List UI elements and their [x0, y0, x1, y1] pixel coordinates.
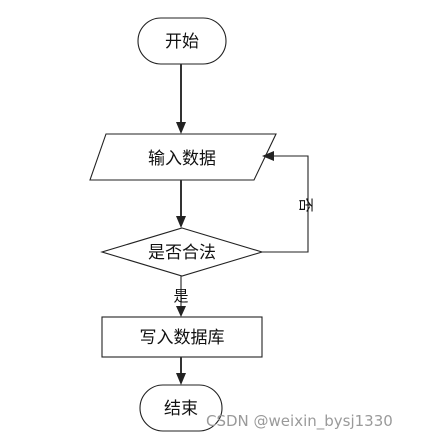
- arrowhead-no-loop: [262, 151, 274, 161]
- start-node: 开始: [137, 17, 227, 65]
- connector-decision-no-loop: [262, 155, 309, 253]
- decision-node-label: 是否合法: [148, 243, 216, 263]
- end-node-shape: [139, 384, 223, 432]
- arrowhead-start-to-input: [176, 122, 186, 134]
- end-node: 结束: [139, 384, 223, 432]
- start-node-label: 开始: [165, 32, 199, 52]
- input-node: 输入数据: [89, 133, 277, 181]
- edge-label-no: 否: [297, 197, 315, 212]
- arrowhead-write-to-end: [176, 373, 186, 385]
- end-node-label: 结束: [164, 399, 198, 419]
- watermark-text: CSDN @weixin_bysj1330: [206, 412, 393, 430]
- decision-node: 是否合法: [100, 227, 264, 277]
- arrowhead-input-to-decision: [176, 216, 186, 228]
- edge-label-yes: 是: [173, 287, 188, 305]
- input-node-label: 输入数据: [148, 149, 216, 169]
- arrowhead-decision-yes: [176, 306, 186, 317]
- write-node: 写入数据库: [101, 316, 263, 358]
- input-node-shape: [89, 133, 277, 181]
- write-node-label: 写入数据库: [140, 328, 225, 348]
- decision-node-shape: [100, 227, 264, 277]
